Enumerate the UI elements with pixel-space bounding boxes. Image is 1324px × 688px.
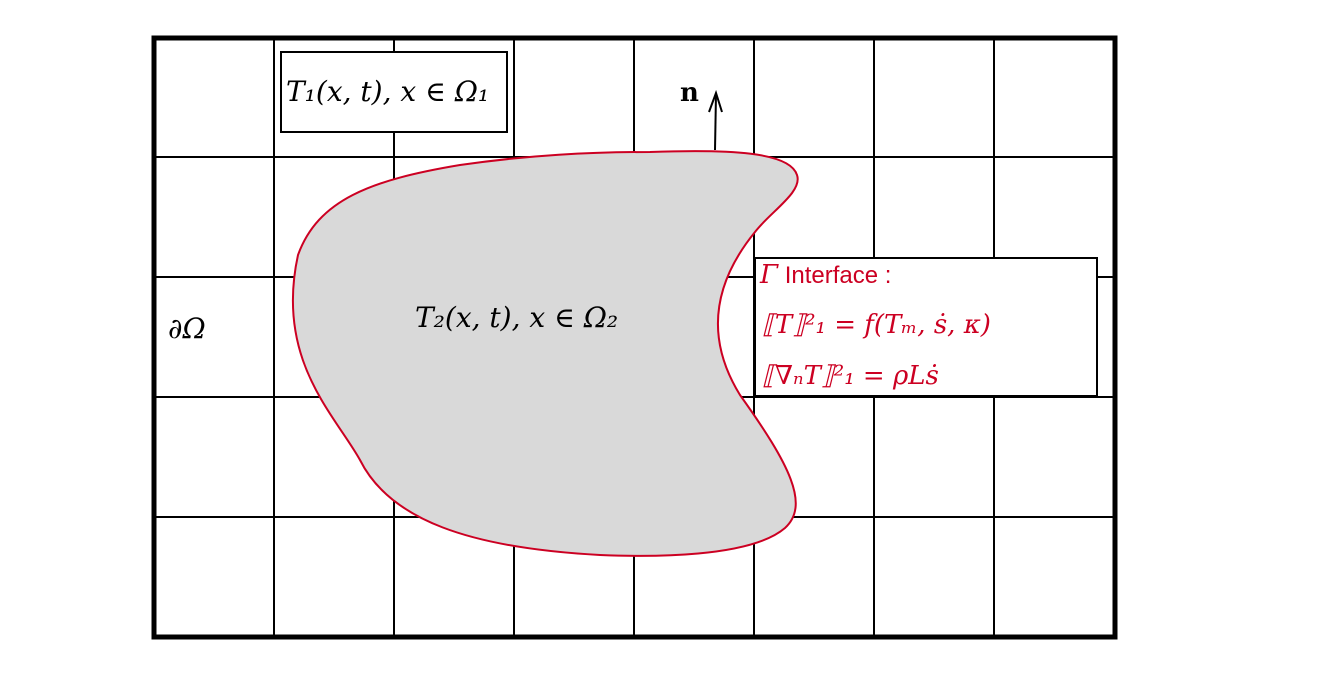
interface-box xyxy=(754,257,1098,397)
boundary-label: ∂Ω xyxy=(168,312,206,345)
gamma-symbol: Γ xyxy=(759,260,779,290)
interface-equation-2: ⟦∇ₙT⟧²₁ = ρLṡ xyxy=(762,361,939,391)
omega1-label: T₁(x, t), x ∈ Ω₁ xyxy=(286,75,489,108)
interface-equation-1: ⟦T⟧²₁ = f(Tₘ, ṡ, κ) xyxy=(762,310,991,340)
region-omega2 xyxy=(292,150,799,557)
domain-boundary xyxy=(151,35,1118,640)
interface-heading: Interface : xyxy=(778,262,891,289)
omega1-label-box xyxy=(280,51,508,133)
normal-vector xyxy=(708,89,723,151)
omega2-label: T₂(x, t), x ∈ Ω₂ xyxy=(415,301,618,334)
normal-label: n xyxy=(680,78,699,108)
interface-title: Γ Interface : xyxy=(759,260,891,290)
